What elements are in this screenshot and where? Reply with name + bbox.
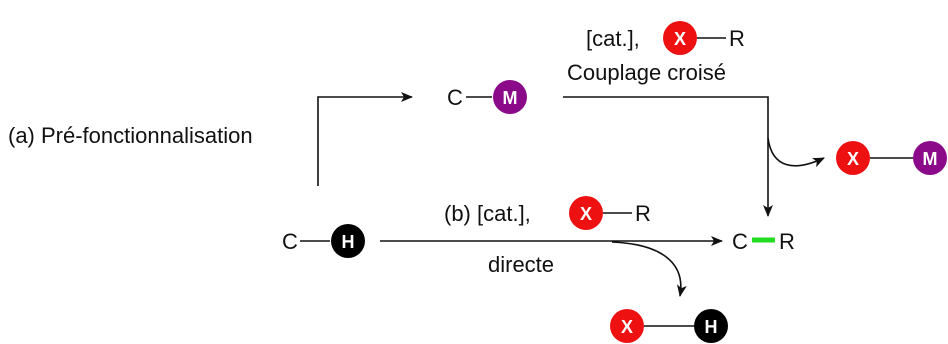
r-label-top: R xyxy=(729,26,745,51)
route-a-label: (a) Pré-fonctionnalisation xyxy=(8,123,253,148)
m-label-left: M xyxy=(503,88,518,108)
x-label-top: X xyxy=(674,29,686,49)
r-label-product: R xyxy=(779,229,795,254)
route-a-condition: [cat.], xyxy=(586,26,640,51)
m-label-right: M xyxy=(923,149,938,169)
x-label-xm: X xyxy=(847,149,859,169)
x-circle-mid xyxy=(569,196,603,230)
c-label-ch: C xyxy=(282,229,298,254)
h-label-right: H xyxy=(705,317,718,337)
route-b-name: directe xyxy=(488,252,554,277)
x-circle-xm xyxy=(836,141,870,175)
h-label-left: H xyxy=(342,232,355,252)
m-circle-left xyxy=(493,80,527,114)
c-label-product: C xyxy=(732,229,748,254)
h-circle-left xyxy=(331,224,365,258)
arrow-prefunctionalisation xyxy=(317,92,413,186)
x-label-xh: X xyxy=(621,317,633,337)
route-a-name: Couplage croisé xyxy=(567,60,726,85)
x-circle-top xyxy=(663,21,697,55)
x-label-mid: X xyxy=(580,204,592,224)
m-circle-right xyxy=(913,141,947,175)
arrow-byproduct-xm xyxy=(767,137,825,168)
arrow-cross-coupling xyxy=(563,96,773,217)
route-b-condition: (b) [cat.], xyxy=(444,201,531,226)
c-label-cm: C xyxy=(447,85,463,110)
r-label-mid: R xyxy=(635,201,651,226)
arrow-byproduct-xh xyxy=(611,241,687,297)
h-circle-right xyxy=(694,309,728,343)
x-circle-xh xyxy=(610,309,644,343)
